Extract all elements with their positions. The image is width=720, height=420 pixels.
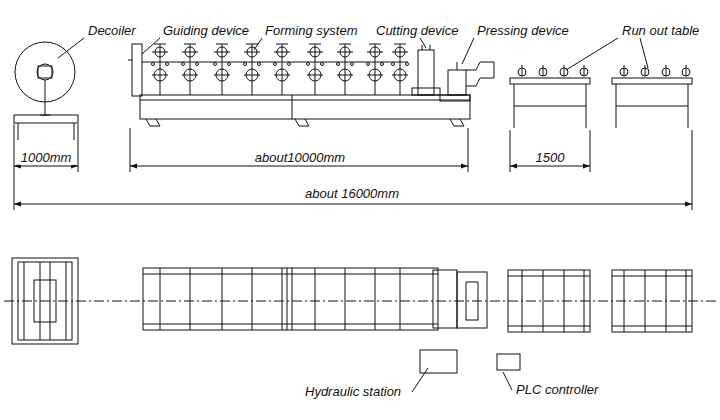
dimension-text: about10000mm	[253, 150, 347, 165]
part-label: Cutting device	[376, 23, 458, 38]
part-label: Pressing device	[477, 23, 569, 38]
dimension-text: 1500	[534, 150, 567, 165]
part-label: PLC controller	[516, 382, 598, 397]
dimension-text: about 16000mm	[303, 186, 401, 201]
part-label: Hydraulic station	[305, 384, 401, 399]
part-label: Run out table	[622, 23, 699, 38]
part-label: Decoiler	[88, 23, 136, 38]
part-label: Guiding device	[163, 23, 249, 38]
dimension-text: 1000mm	[19, 150, 74, 165]
part-label: Forming system	[265, 23, 357, 38]
